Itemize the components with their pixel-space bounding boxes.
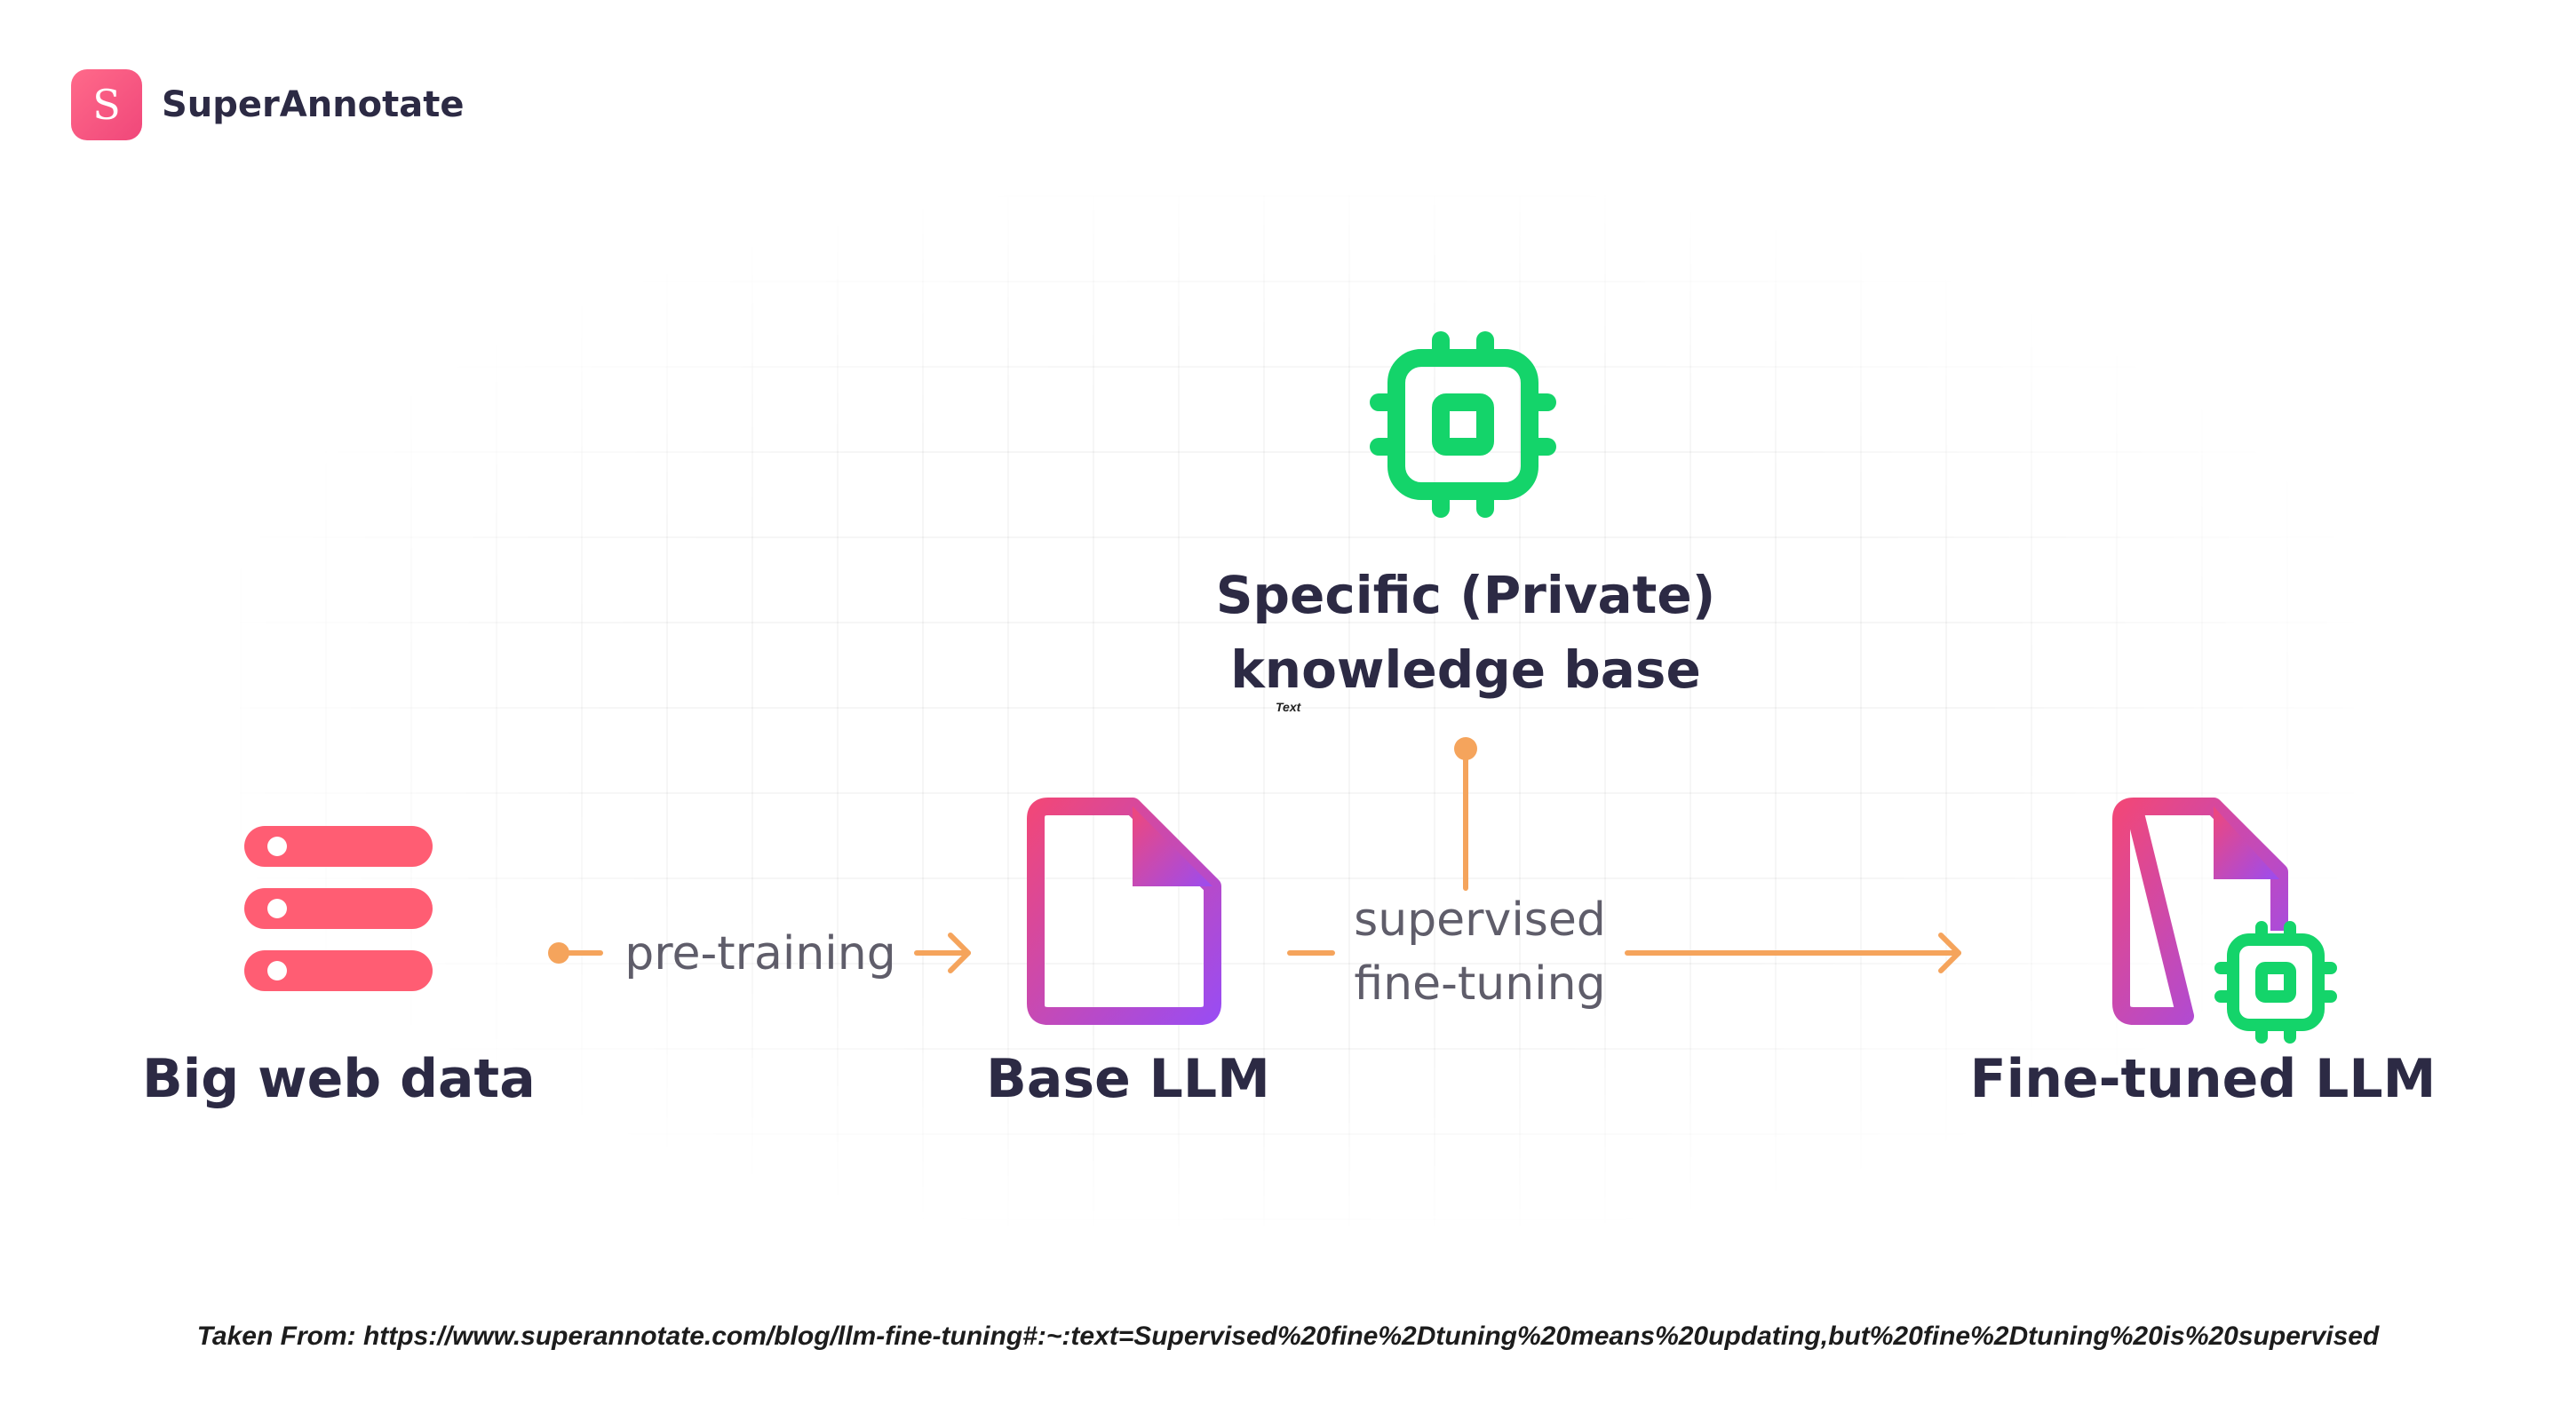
document-icon [1027,798,1221,1025]
document-chip-icon [2112,798,2337,1044]
knowledge-connector [1454,737,1477,891]
knowledge-base-title-line1: Specific (Private) [1215,565,1716,625]
pretraining-connector [548,933,971,973]
source-footer[interactable]: Taken From: https://www.superannotate.co… [196,1322,2380,1351]
superannotate-logo-icon: S [71,69,142,140]
text-annotation: Text [1276,700,1301,714]
supervised-finetuning-label: supervised fine-tuning [1338,888,1622,1016]
grid-background [240,195,2354,1226]
pretraining-label: pre-training [624,927,896,980]
knowledge-base-title-line2: knowledge base [1230,639,1701,700]
brand-name: SuperAnnotate [162,84,465,125]
big-web-data-label: Big web data [142,1048,536,1110]
knowledge-base-title: Specific (Private) knowledge base [1199,558,1732,707]
finetuning-connector [1287,933,1961,973]
fine-tuned-llm-label: Fine-tuned LLM [1969,1048,2437,1110]
database-icon [244,826,433,991]
brand[interactable]: S SuperAnnotate [71,69,465,140]
svg-text:S: S [92,81,121,129]
supervised-line: supervised [1354,893,1606,947]
chip-icon [1370,331,1556,518]
finetuning-line: fine-tuning [1354,957,1606,1011]
base-llm-label: Base LLM [986,1048,1270,1110]
